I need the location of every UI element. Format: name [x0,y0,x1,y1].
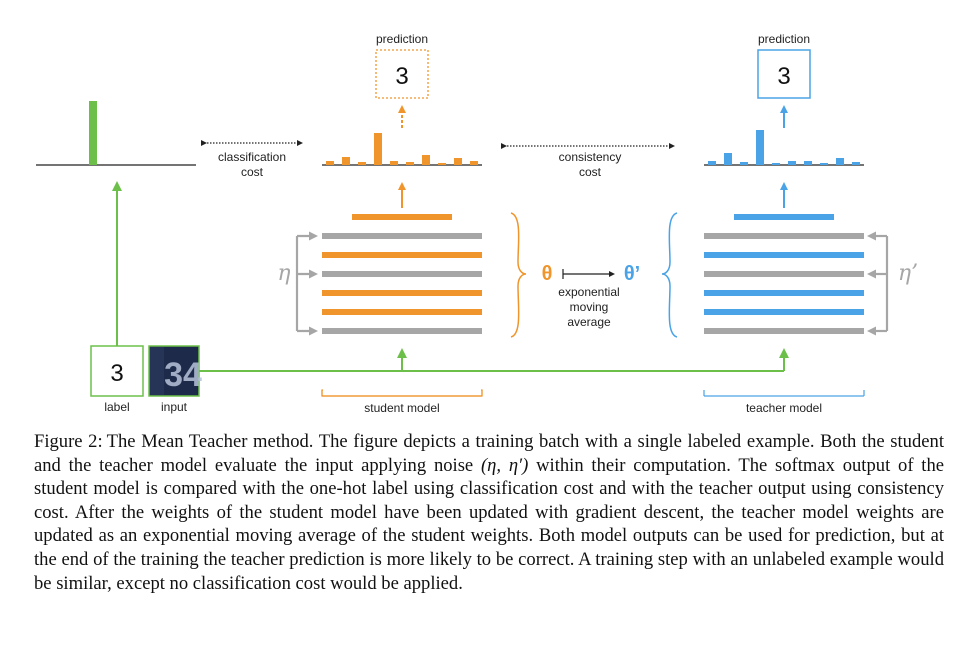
student-layer-orange [322,309,482,315]
teacher-layer-blue [704,252,864,258]
student-layers [322,214,482,334]
student-layer-orange [322,290,482,296]
teacher-softmax-bar [772,163,780,165]
label-and-input: 3 label 34 input [90,181,789,414]
consistency-cost-line1: consistency [559,150,622,164]
teacher-prediction-value: 3 [777,63,790,90]
student-weights-brace [510,212,527,338]
teacher-prediction-label: prediction [758,32,810,46]
student-softmax-bar [342,157,350,165]
student-weights-symbol: θ [542,263,553,285]
teacher-layer-blue [704,309,864,315]
student-prediction-label: prediction [376,32,428,46]
label-caption: label [104,400,129,414]
caption-math: (η, η′) [480,454,529,476]
student-softmax-bar [390,161,398,165]
onehot-bar [89,101,97,165]
student-softmax-bar [470,161,478,165]
student-softmax-bars [326,133,478,165]
student-softmax-bar [422,155,430,165]
ema-update: θ θ’ exponential moving average [542,263,641,329]
teacher-prediction-box [757,49,811,99]
consistency-cost-line2: cost [579,165,602,179]
teacher-model: prediction 3 [661,32,918,415]
teacher-layer-gray [704,271,864,277]
student-softmax-bar [454,158,462,165]
teacher-top-layer [734,214,834,220]
teacher-softmax-bar [788,161,796,165]
student-noise-bracket [295,231,318,336]
teacher-softmax-bar [804,161,812,165]
caption-text-a: The Mean Teacher method. The figure depi… [34,431,944,476]
ema-line3: average [567,315,611,329]
input-caption: input [161,400,188,414]
student-top-layer [352,214,452,220]
student-model: prediction 3 [277,32,527,415]
teacher-softmax-bar [756,130,764,165]
student-layer-gray [322,328,482,334]
label-value: 3 [110,360,123,387]
teacher-softmax-bar [836,158,844,165]
student-layer-gray [322,271,482,277]
student-model-label: student model [364,401,439,415]
teacher-layer-gray [704,328,864,334]
teacher-weights-brace [661,212,678,338]
consistency-cost: consistency cost [501,143,675,179]
teacher-softmax-bars [708,130,860,165]
figure-caption: Figure 2:The Mean Teacher method. The fi… [34,430,944,595]
teacher-layer-blue [704,290,864,296]
classification-cost-line1: classification [218,150,286,164]
student-layer-gray [322,233,482,239]
student-prediction-box [375,49,429,99]
teacher-noise-symbol: η’ [898,261,918,286]
teacher-softmax-bar [820,163,828,165]
student-softmax-bar [374,133,382,165]
student-softmax-bar [326,161,334,165]
label-onehot-output [36,101,196,166]
figure-label: Figure 2: [34,431,103,452]
student-softmax-bar [406,162,414,165]
mean-teacher-diagram: classification cost consistency cost pre… [36,32,918,415]
classification-cost-line2: cost [241,165,264,179]
teacher-layer-gray [704,233,864,239]
student-softmax-bar [438,163,446,165]
student-noise-symbol: η [277,261,290,286]
student-layer-orange [322,252,482,258]
teacher-noise-bracket [867,231,889,336]
ema-line1: exponential [558,285,619,299]
teacher-weights-symbol: θ’ [624,263,640,285]
teacher-softmax-bar [852,162,860,165]
ema-line2: moving [570,300,609,314]
teacher-softmax-bar [740,162,748,165]
teacher-softmax-bar [724,153,732,165]
classification-cost: classification cost [201,140,303,179]
teacher-model-label: teacher model [746,401,822,415]
teacher-softmax-bar [708,161,716,165]
teacher-layers [704,214,864,334]
student-prediction-value: 3 [395,63,408,90]
input-digits: 34 [164,356,202,394]
caption-text-b: within their computation. The softmax ou… [34,454,945,594]
student-softmax-bar [358,162,366,165]
